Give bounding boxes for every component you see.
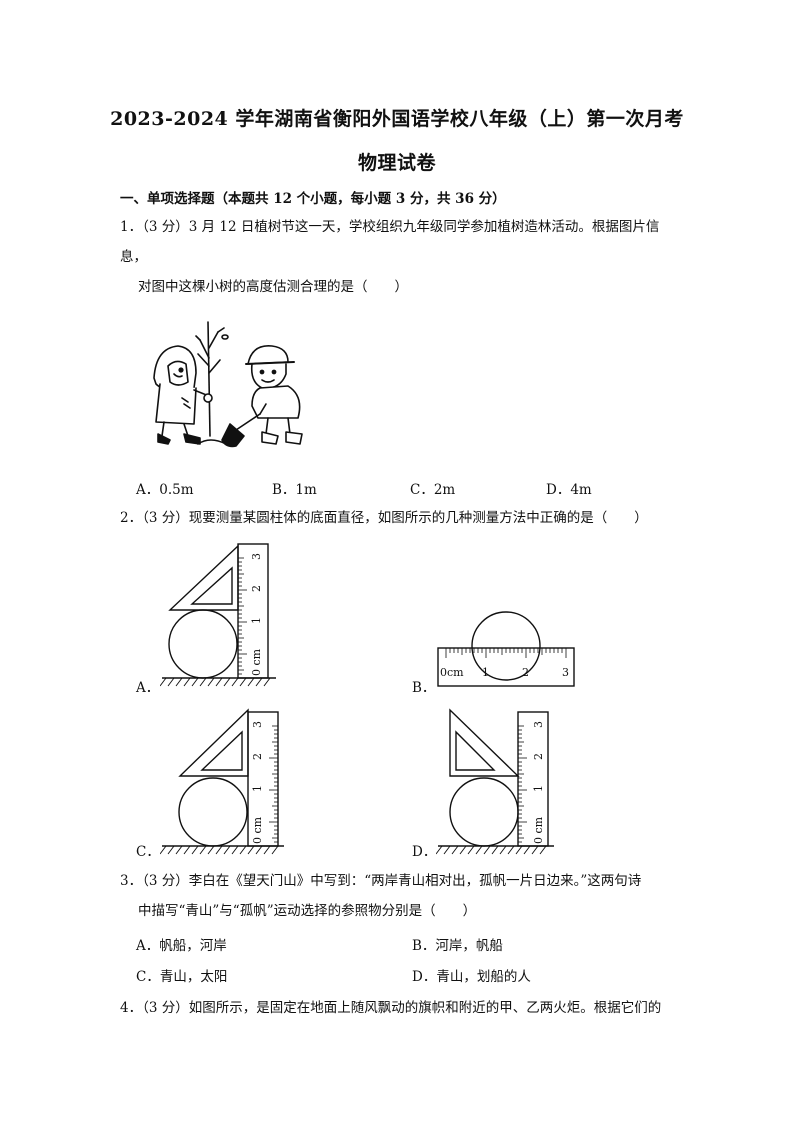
q2-option-b[interactable]: B． — [412, 680, 436, 696]
tree-planting-illustration — [153, 321, 303, 448]
q2-figure-c: 0 cm 1 2 3 — [160, 708, 284, 855]
q2-figure-b: 0cm 1 2 3 — [437, 611, 575, 687]
ruler-a-tick-0: 0 cm — [250, 648, 263, 676]
q2-figure-a: 0 cm 1 2 3 — [160, 543, 276, 687]
ruler-a-tick-3: 3 — [250, 553, 263, 560]
ruler-c-tick-3: 3 — [251, 721, 264, 728]
ruler-d-tick-1: 1 — [532, 785, 545, 792]
q3-option-d[interactable]: D．青山，划船的人 — [412, 969, 531, 985]
question-2: 2．（3 分）现要测量某圆柱体的底面直径，如图所示的几种测量方法中正确的是（ ） — [120, 503, 680, 533]
ruler-b-tick-0: 0cm — [440, 666, 464, 679]
ruler-c-tick-0: 0 cm — [251, 816, 264, 844]
question-1: 1．（3 分）3 月 12 日植树节这一天，学校组织九年级同学参加植树造林活动。… — [120, 212, 680, 302]
ruler-c-tick-1: 1 — [251, 785, 264, 792]
q3-option-a[interactable]: A．帆船，河岸 — [136, 938, 227, 954]
question-1-line1: 1．（3 分）3 月 12 日植树节这一天，学校组织九年级同学参加植树造林活动。… — [120, 219, 660, 265]
q2-option-d[interactable]: D． — [412, 844, 437, 860]
page-title: 2023-2024 学年湖南省衡阳外国语学校八年级（上）第一次月考 — [110, 108, 684, 130]
ruler-a-tick-2: 2 — [250, 585, 263, 592]
question-4: 4．（3 分）如图所示，是固定在地面上随风飘动的旗帜和附近的甲、乙两火炬。根据它… — [120, 993, 680, 1023]
page-subtitle: 物理试卷 — [357, 152, 436, 174]
question-3: 3．（3 分）李白在《望天门山》中写到：“两岸青山相对出，孤帆一片日边来。”这两… — [120, 866, 680, 926]
question-3-line1: 3．（3 分）李白在《望天门山》中写到：“两岸青山相对出，孤帆一片日边来。”这两… — [120, 873, 642, 889]
ruler-b-tick-1: 1 — [482, 666, 489, 679]
q1-option-d[interactable]: D．4m — [546, 482, 592, 498]
ruler-b-tick-3: 3 — [562, 666, 569, 679]
question-3-line2: 中描写“青山”与“孤帆”运动选择的参照物分别是（ ） — [138, 903, 477, 919]
ruler-d-tick-3: 3 — [532, 721, 545, 728]
q2-option-a[interactable]: A． — [136, 680, 160, 696]
q1-option-b[interactable]: B．1m — [272, 482, 317, 498]
ruler-a-tick-1: 1 — [250, 617, 263, 624]
question-1-line2: 对图中这棵小树的高度估测合理的是（ ） — [138, 279, 408, 295]
q3-option-c[interactable]: C．青山，太阳 — [136, 969, 228, 985]
question-2-line1: 2．（3 分）现要测量某圆柱体的底面直径，如图所示的几种测量方法中正确的是（ ） — [120, 510, 648, 526]
ruler-b-tick-2: 2 — [522, 666, 529, 679]
ruler-d-tick-2: 2 — [532, 753, 545, 760]
section-heading: 一、单项选择题（本题共 12 个小题，每小题 3 分，共 36 分） — [120, 191, 506, 207]
q1-option-a[interactable]: A．0.5m — [136, 482, 194, 498]
q3-option-b[interactable]: B．河岸，帆船 — [412, 938, 503, 954]
ruler-c-tick-2: 2 — [251, 753, 264, 760]
q2-figure-d: 0 cm 1 2 3 — [436, 708, 554, 855]
q2-option-c[interactable]: C． — [136, 844, 160, 860]
ruler-d-tick-0: 0 cm — [532, 816, 545, 844]
q1-option-c[interactable]: C．2m — [410, 482, 456, 498]
question-4-line1: 4．（3 分）如图所示，是固定在地面上随风飘动的旗帜和附近的甲、乙两火炬。根据它… — [120, 1000, 662, 1016]
